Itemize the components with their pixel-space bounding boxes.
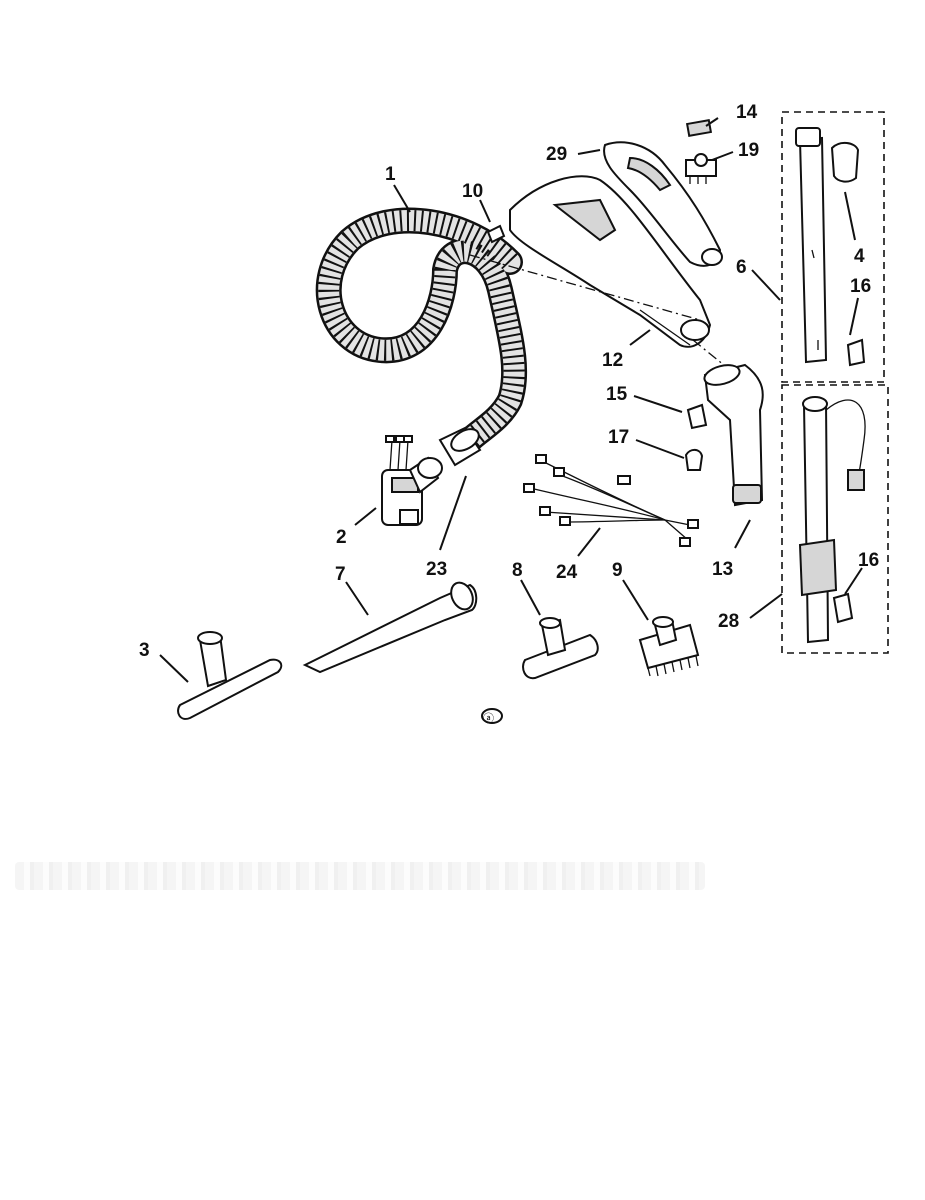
- callout-16b: 16: [858, 550, 879, 571]
- power-wand-kit-box: [781, 384, 889, 654]
- wand-clip-part: [830, 142, 860, 183]
- callout-1: 1: [385, 164, 396, 185]
- hose-cuff-part: [438, 426, 482, 467]
- wand-kit-box: [781, 111, 885, 383]
- callout-2: 2: [336, 527, 347, 548]
- handle-part: [509, 175, 712, 348]
- clip-16a-part: [846, 338, 866, 367]
- callout-29: 29: [546, 144, 567, 165]
- power-wand-part: [798, 396, 866, 644]
- callout-4: 4: [854, 246, 865, 267]
- callout-13: 13: [712, 559, 733, 580]
- callout-6: 6: [736, 257, 747, 278]
- callout-9: 9: [612, 560, 623, 581]
- clip-16b-part: [832, 592, 854, 624]
- callout-17: 17: [608, 427, 629, 448]
- callout-3: 3: [139, 640, 150, 661]
- callout-24: 24: [556, 562, 578, 583]
- swivel-connector-part: [381, 435, 443, 526]
- footnote-symbol: ⓐ: [483, 712, 494, 725]
- callout-12: 12: [602, 350, 623, 371]
- clip-17-part: [684, 448, 704, 471]
- callout-8: 8: [512, 560, 523, 581]
- wand-part: [795, 127, 828, 364]
- callout-7: 7: [335, 564, 346, 585]
- switch-part: [685, 119, 717, 184]
- hose-part: [315, 207, 528, 453]
- callout-15: 15: [606, 384, 628, 405]
- scan-smudge: [15, 862, 705, 890]
- floor-tool-part: [177, 631, 283, 720]
- callout-labels: 1 2 3 4 6 7 8 9 10 12 13 14 15 16 16 17 …: [139, 102, 879, 725]
- upholstery-tool-part: [522, 617, 599, 680]
- dusting-brush-part: [638, 616, 700, 677]
- leader-lines: [159, 117, 863, 683]
- screw-part: [486, 224, 506, 244]
- wire-harness-part: [523, 454, 699, 547]
- clip-15-part: [686, 403, 708, 430]
- crevice-tool-part: [302, 581, 478, 674]
- callout-14: 14: [736, 102, 758, 123]
- callout-23: 23: [426, 559, 447, 580]
- callout-28: 28: [718, 611, 739, 632]
- callout-10: 10: [462, 181, 483, 202]
- elbow-part: [703, 363, 764, 507]
- callout-19: 19: [738, 140, 759, 161]
- callout-16a: 16: [850, 276, 871, 297]
- handle-top-part: [603, 141, 723, 267]
- accessory-symbol: [481, 708, 503, 724]
